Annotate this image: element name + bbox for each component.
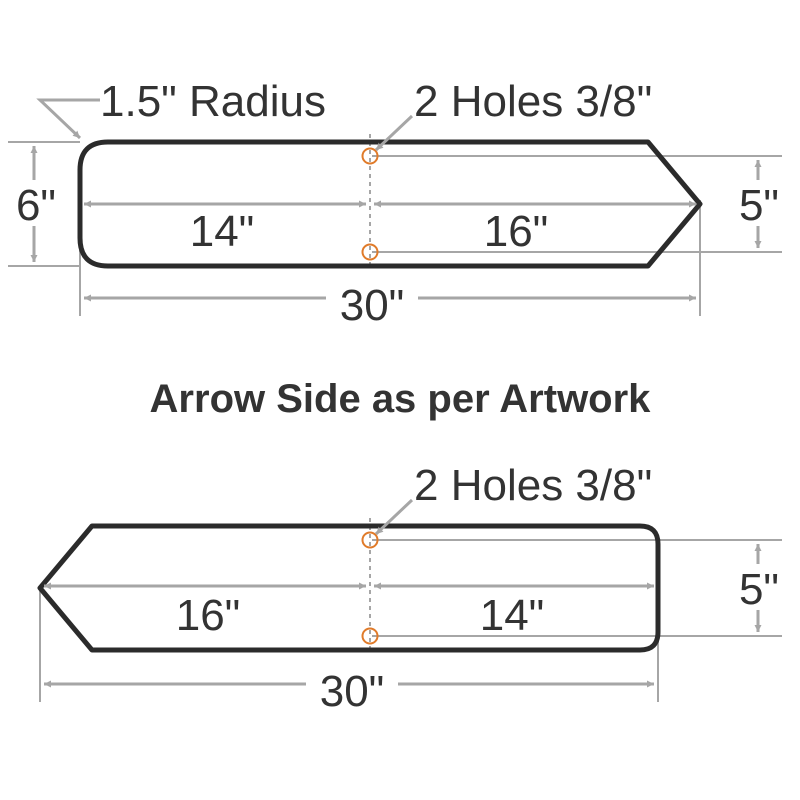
bottom-total-label-bg bbox=[306, 664, 398, 708]
bottom-arrow-height-label-bg bbox=[734, 564, 784, 610]
bottom-arrow-height-label: 5" bbox=[739, 565, 779, 614]
top-sign-group: 1.5" Radius 2 Holes 3/8" 6" 5" 14" 16" 3… bbox=[8, 77, 784, 330]
bottom-total-length-label: 30" bbox=[320, 667, 385, 716]
bottom-lower-hole bbox=[361, 627, 379, 645]
top-sign-outline bbox=[77, 139, 703, 269]
top-lower-hole bbox=[361, 243, 379, 261]
bottom-left-length-label: 16" bbox=[176, 591, 241, 640]
top-height-label: 6" bbox=[16, 181, 56, 230]
top-radius-label: 1.5" Radius bbox=[100, 77, 326, 126]
top-arrow-height-label-bg bbox=[734, 180, 784, 226]
top-height-label-bg bbox=[14, 180, 56, 226]
arrow-side-caption: Arrow Side as per Artwork bbox=[150, 377, 652, 421]
bottom-upper-hole bbox=[361, 531, 379, 549]
top-arrow-height-label: 5" bbox=[739, 181, 779, 230]
top-radius-leader bbox=[36, 98, 100, 140]
top-left-length-label: 14" bbox=[190, 207, 255, 256]
bottom-right-length-label: 14" bbox=[480, 591, 545, 640]
top-holes-label: 2 Holes 3/8" bbox=[414, 77, 652, 126]
bottom-sign-outline bbox=[37, 523, 661, 653]
top-right-length-label: 16" bbox=[484, 207, 549, 256]
bottom-holes-label: 2 Holes 3/8" bbox=[414, 461, 652, 510]
bottom-holes-leader bbox=[374, 498, 414, 536]
top-total-length-label: 30" bbox=[340, 281, 405, 330]
bottom-sign-group: 2 Holes 3/8" 5" 16" 14" 30" bbox=[37, 461, 784, 716]
top-upper-hole bbox=[361, 147, 379, 165]
bottom-extension-lines bbox=[39, 539, 782, 702]
top-total-label-bg bbox=[326, 278, 418, 322]
top-holes-leader bbox=[374, 114, 414, 152]
